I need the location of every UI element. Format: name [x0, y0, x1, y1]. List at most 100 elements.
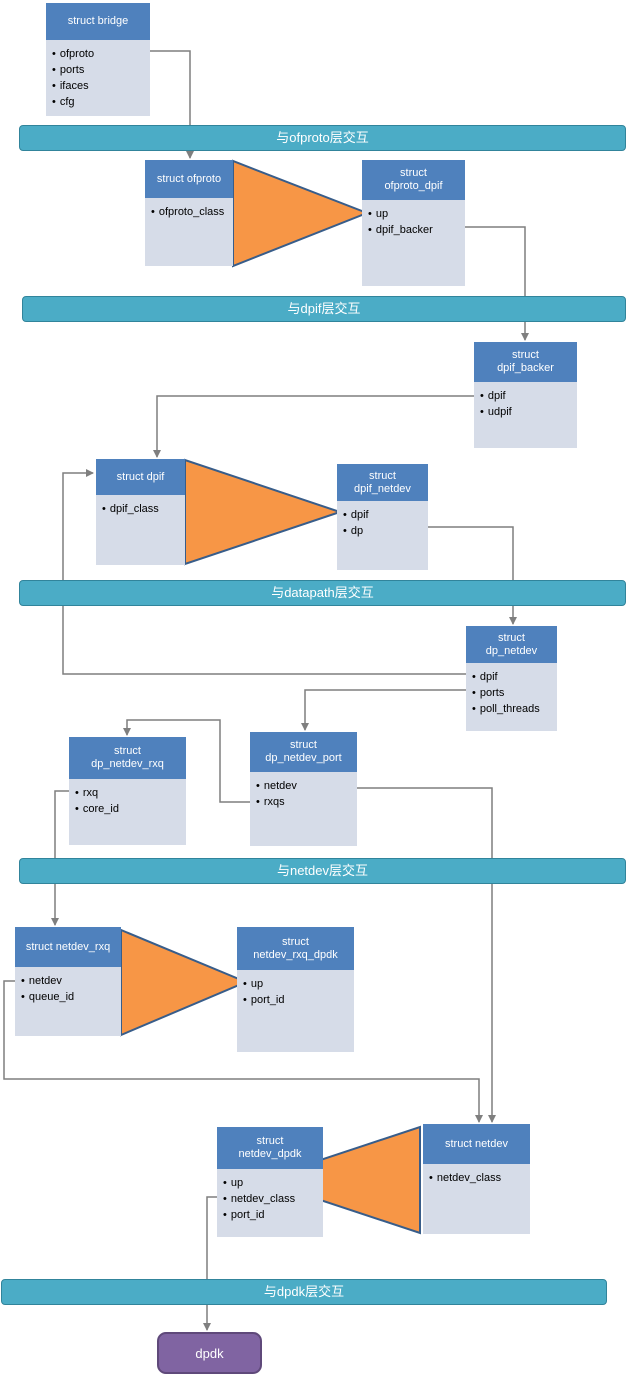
field-list: upnetdev_classport_id: [217, 1169, 323, 1223]
field-list: ofprotoportsifacescfg: [46, 40, 150, 110]
field-list: netdev_class: [423, 1164, 530, 1186]
field-list: rxqcore_id: [69, 779, 186, 817]
field-list: ofproto_class: [145, 198, 233, 220]
field-item: ofproto_class: [151, 204, 233, 220]
struct-title: struct netdev_rxq: [15, 927, 121, 967]
struct-title-line: struct netdev_rxq: [25, 940, 111, 953]
field-list: netdevqueue_id: [15, 967, 121, 1005]
field-item: poll_threads: [472, 701, 557, 717]
struct-title-line: netdev_dpdk: [238, 1148, 302, 1160]
struct-netdev-rxq: struct netdev_rxqnetdevqueue_id: [15, 927, 121, 1036]
field-list: dpifudpif: [474, 382, 577, 420]
struct-title: struct netdev: [423, 1124, 530, 1164]
struct-title-line: dpif_netdev: [354, 482, 411, 495]
struct-bridge: struct bridge ofprotoportsifacescfg: [46, 3, 150, 116]
field-item: up: [223, 1175, 323, 1191]
field-item: up: [368, 206, 465, 222]
link-backer-dpif: [153, 395, 482, 458]
field-item: ports: [472, 685, 557, 701]
inherit-dpif-triangle: [184, 458, 344, 566]
field-list: updpif_backer: [362, 200, 465, 238]
struct-title-line: struct: [400, 167, 427, 179]
struct-title-line: struct: [282, 935, 309, 948]
struct-title-line: struct dpif: [116, 470, 165, 483]
band-netdev-layer: 与netdev层交互: [19, 858, 626, 884]
link-netdev-rxq-netdev: [3, 980, 483, 1123]
struct-title-line: dp_netdev_port: [265, 752, 342, 764]
field-item: port_id: [243, 992, 354, 1008]
band-dpif-layer: 与dpif层交互: [22, 296, 626, 322]
field-item: netdev_class: [429, 1170, 530, 1186]
field-item: core_id: [75, 801, 186, 817]
band-dpdk-layer: 与dpdk层交互: [1, 1279, 607, 1305]
band-ofproto-layer: 与ofproto层交互: [19, 125, 626, 151]
field-item: netdev_class: [223, 1191, 323, 1207]
field-list: dpif_class: [96, 495, 185, 517]
struct-title-line: struct: [114, 745, 141, 757]
struct-title: struct ofproto: [145, 160, 233, 198]
struct-title-line: dp_netdev: [485, 644, 538, 657]
field-item: ofproto: [52, 46, 150, 62]
link-ports-port: [301, 689, 474, 731]
band-datapath-layer: 与datapath层交互: [19, 580, 626, 606]
struct-netdev: struct netdev netdev_class: [423, 1124, 530, 1234]
link-dp-netdev-back-to-dpif: [62, 469, 474, 675]
inherit-ofproto-triangle: [232, 159, 370, 268]
field-item: dp: [343, 523, 428, 539]
link-rxqs-rxq: [123, 719, 257, 803]
field-item: rxqs: [256, 794, 357, 810]
struct-title-line: struct: [512, 349, 539, 361]
field-item: netdev: [21, 973, 121, 989]
struct-title-line: struct: [498, 631, 525, 644]
field-list: upport_id: [237, 970, 354, 1008]
struct-title-line: netdev_rxq_dpdk: [253, 948, 338, 961]
struct-title-line: dpif_backer: [497, 362, 554, 374]
field-item: netdev: [256, 778, 357, 794]
field-item: rxq: [75, 785, 186, 801]
field-item: up: [243, 976, 354, 992]
field-item: udpif: [480, 404, 577, 420]
struct-title-line: struct: [290, 739, 317, 751]
field-item: port_id: [223, 1207, 323, 1223]
struct-title-line: struct: [369, 469, 396, 482]
struct-title-line: dp_netdev_rxq: [91, 758, 164, 770]
field-list: dpifdp: [337, 501, 428, 539]
field-item: dpif: [480, 388, 577, 404]
struct-title: struct bridge: [46, 3, 150, 40]
inherit-netdev-dpdk-triangle: [256, 1125, 421, 1235]
field-item: dpif_class: [102, 501, 185, 517]
field-item: dpif: [472, 669, 557, 685]
field-item: ports: [52, 62, 150, 78]
struct-ofproto: struct ofproto ofproto_class: [145, 160, 233, 266]
field-item: cfg: [52, 94, 150, 110]
struct-title-line: struct: [256, 1135, 284, 1147]
link-port-netdev: [325, 787, 496, 1123]
struct-title-line: struct bridge: [67, 15, 129, 27]
struct-title-line: struct netdev: [445, 1137, 508, 1150]
field-list: dpifportspoll_threads: [466, 663, 557, 717]
field-list: netdevrxqs: [250, 772, 357, 810]
struct-title-line: struct ofproto: [156, 172, 222, 185]
field-item: ifaces: [52, 78, 150, 94]
inherit-netdev-rxq-triangle: [120, 928, 249, 1037]
field-item: dpif_backer: [368, 222, 465, 238]
field-item: queue_id: [21, 989, 121, 1005]
dpdk-node: dpdk: [157, 1332, 262, 1374]
struct-dpif: struct dpif dpif_class: [96, 459, 185, 565]
